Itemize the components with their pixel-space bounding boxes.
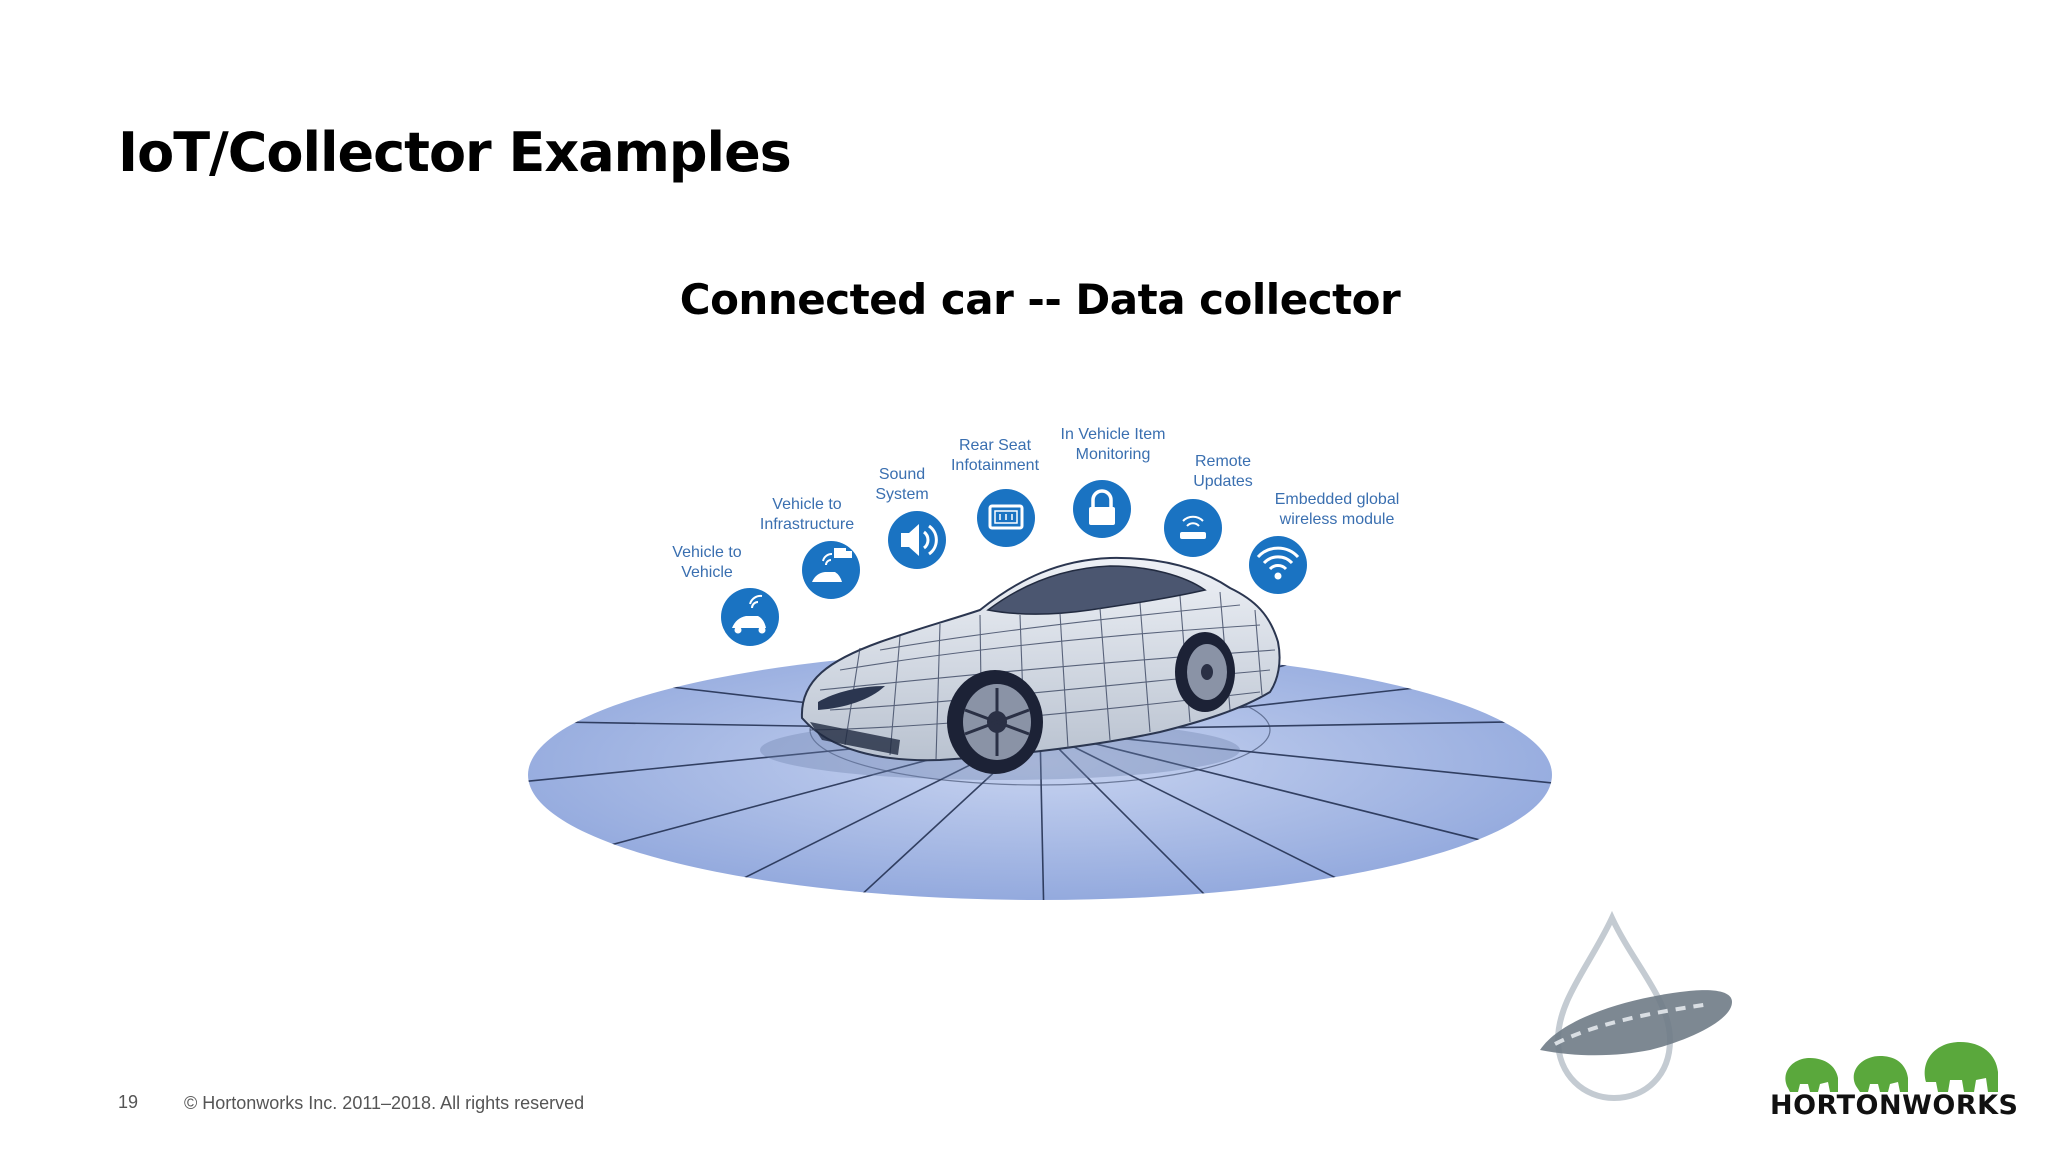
- elephant-herd-icon: [1785, 1042, 1998, 1092]
- rear-wheel: [1175, 632, 1235, 712]
- hortonworks-logo: HORTONWORKS: [1770, 1028, 2019, 1138]
- slide-subtitle: Connected car -- Data collector: [679, 275, 1401, 324]
- front-wheel: [947, 670, 1043, 774]
- wireframe-car: [760, 556, 1281, 780]
- feature-icons: [721, 480, 1307, 646]
- router-icon: [1164, 499, 1222, 557]
- copyright-notice: © Hortonworks Inc. 2011–2018. All rights…: [184, 1093, 585, 1113]
- hortonworks-wordmark: HORTONWORKS: [1770, 1090, 2019, 1121]
- lock-icon: [1073, 480, 1131, 538]
- car-truck-signal-icon: [802, 541, 860, 599]
- car-signal-icon: [721, 588, 779, 646]
- screen-icon: [977, 489, 1035, 547]
- page-number: 19: [118, 1092, 139, 1112]
- speaker-icon: [888, 511, 946, 569]
- wifi-icon: [1249, 536, 1307, 594]
- slide-title: IoT/Collector Examples: [118, 121, 792, 184]
- droplet-road-logo: [1510, 910, 1750, 1110]
